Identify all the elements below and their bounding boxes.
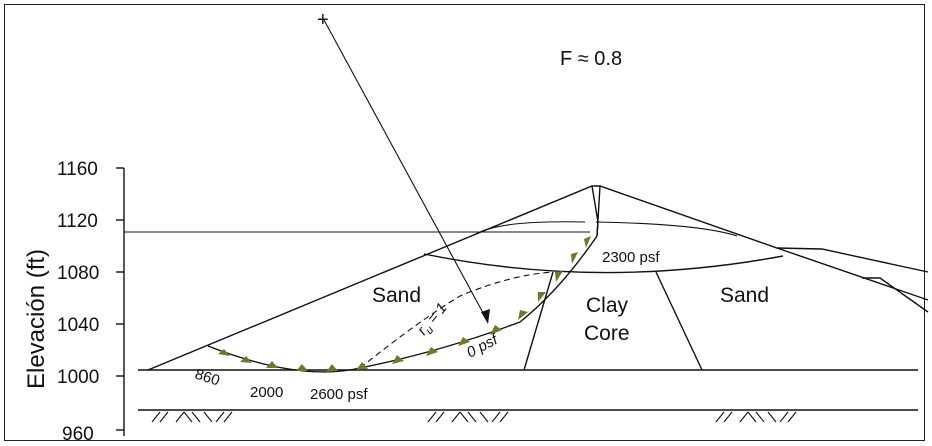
downstream-toe-berm [862, 277, 929, 313]
rock-hatch-left [151, 411, 233, 423]
core-right-boundary [655, 271, 703, 371]
pressure-860-label-group: 860 [193, 366, 222, 390]
y-axis-title: Elevación (ft) [23, 249, 50, 389]
y-tick-label-960: 960 [62, 424, 94, 445]
zone-boundary-arc [423, 253, 784, 274]
sand-left-label: Sand [372, 284, 421, 307]
core-left-boundary [523, 271, 554, 371]
y-tick-label-1160: 1160 [57, 159, 98, 180]
ru-phreatic-dashed-line [359, 271, 554, 369]
pressure-860-label: 860 [193, 366, 222, 390]
core-top-right [596, 185, 601, 237]
y-tick-label-1000: 1000 [57, 367, 99, 388]
pressure-2000-label: 2000 [250, 384, 283, 401]
sand-right-label: Sand [720, 284, 769, 307]
rock-hatch-right [715, 411, 797, 423]
slip-circle-radius-line [323, 19, 489, 323]
y-tick-label-1040: 1040 [57, 315, 99, 336]
upper-right-arc [595, 221, 738, 237]
dam-outer-profile [147, 185, 929, 371]
clay-core-label-line2: Core [584, 322, 630, 345]
diagram-frame [4, 4, 925, 441]
pressure-2600-label: 2600 psf [310, 386, 368, 403]
pressure-2300-label: 2300 psf [602, 249, 660, 266]
upper-left-arc [475, 221, 586, 235]
slip-surface [207, 235, 598, 373]
pore-pressure-arrows [218, 236, 591, 372]
y-tick-label-1120: 1120 [57, 211, 98, 232]
slip-circle-center-mark: + [317, 9, 329, 31]
downstream-lower-slope [776, 247, 929, 301]
clay-core-label-line1: Clay [586, 294, 629, 317]
y-tick-label-1080: 1080 [57, 263, 99, 284]
radius-arrowhead [481, 309, 490, 324]
factor-of-safety-label: F ≈ 0.8 [560, 48, 622, 70]
rock-hatch-middle [427, 411, 509, 423]
